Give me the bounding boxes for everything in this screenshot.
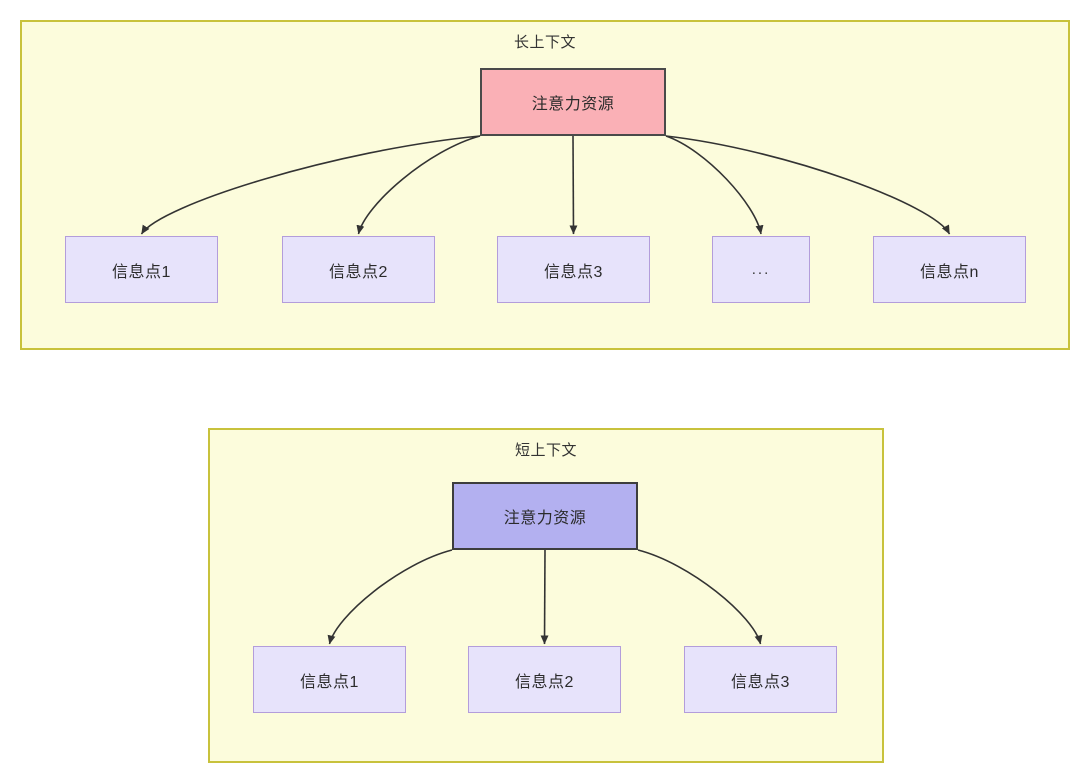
info-point-node[interactable]: 信息点2 — [468, 646, 621, 713]
group-title-short-context: 短上下文 — [514, 442, 577, 459]
info-point-node[interactable]: 信息点n — [873, 236, 1026, 303]
info-point-node[interactable]: 信息点3 — [497, 236, 650, 303]
info-point-node[interactable]: 信息点1 — [253, 646, 406, 713]
info-point-node[interactable]: 信息点3 — [684, 646, 837, 713]
info-point-node[interactable]: 信息点2 — [282, 236, 435, 303]
info-point-node[interactable]: 信息点1 — [65, 236, 218, 303]
attention-resource-node-long[interactable]: 注意力资源 — [480, 68, 666, 136]
group-title-long-context: 长上下文 — [513, 34, 576, 51]
attention-resource-node-short[interactable]: 注意力资源 — [452, 482, 638, 550]
info-point-node-ellipsis[interactable]: ... — [712, 236, 810, 303]
